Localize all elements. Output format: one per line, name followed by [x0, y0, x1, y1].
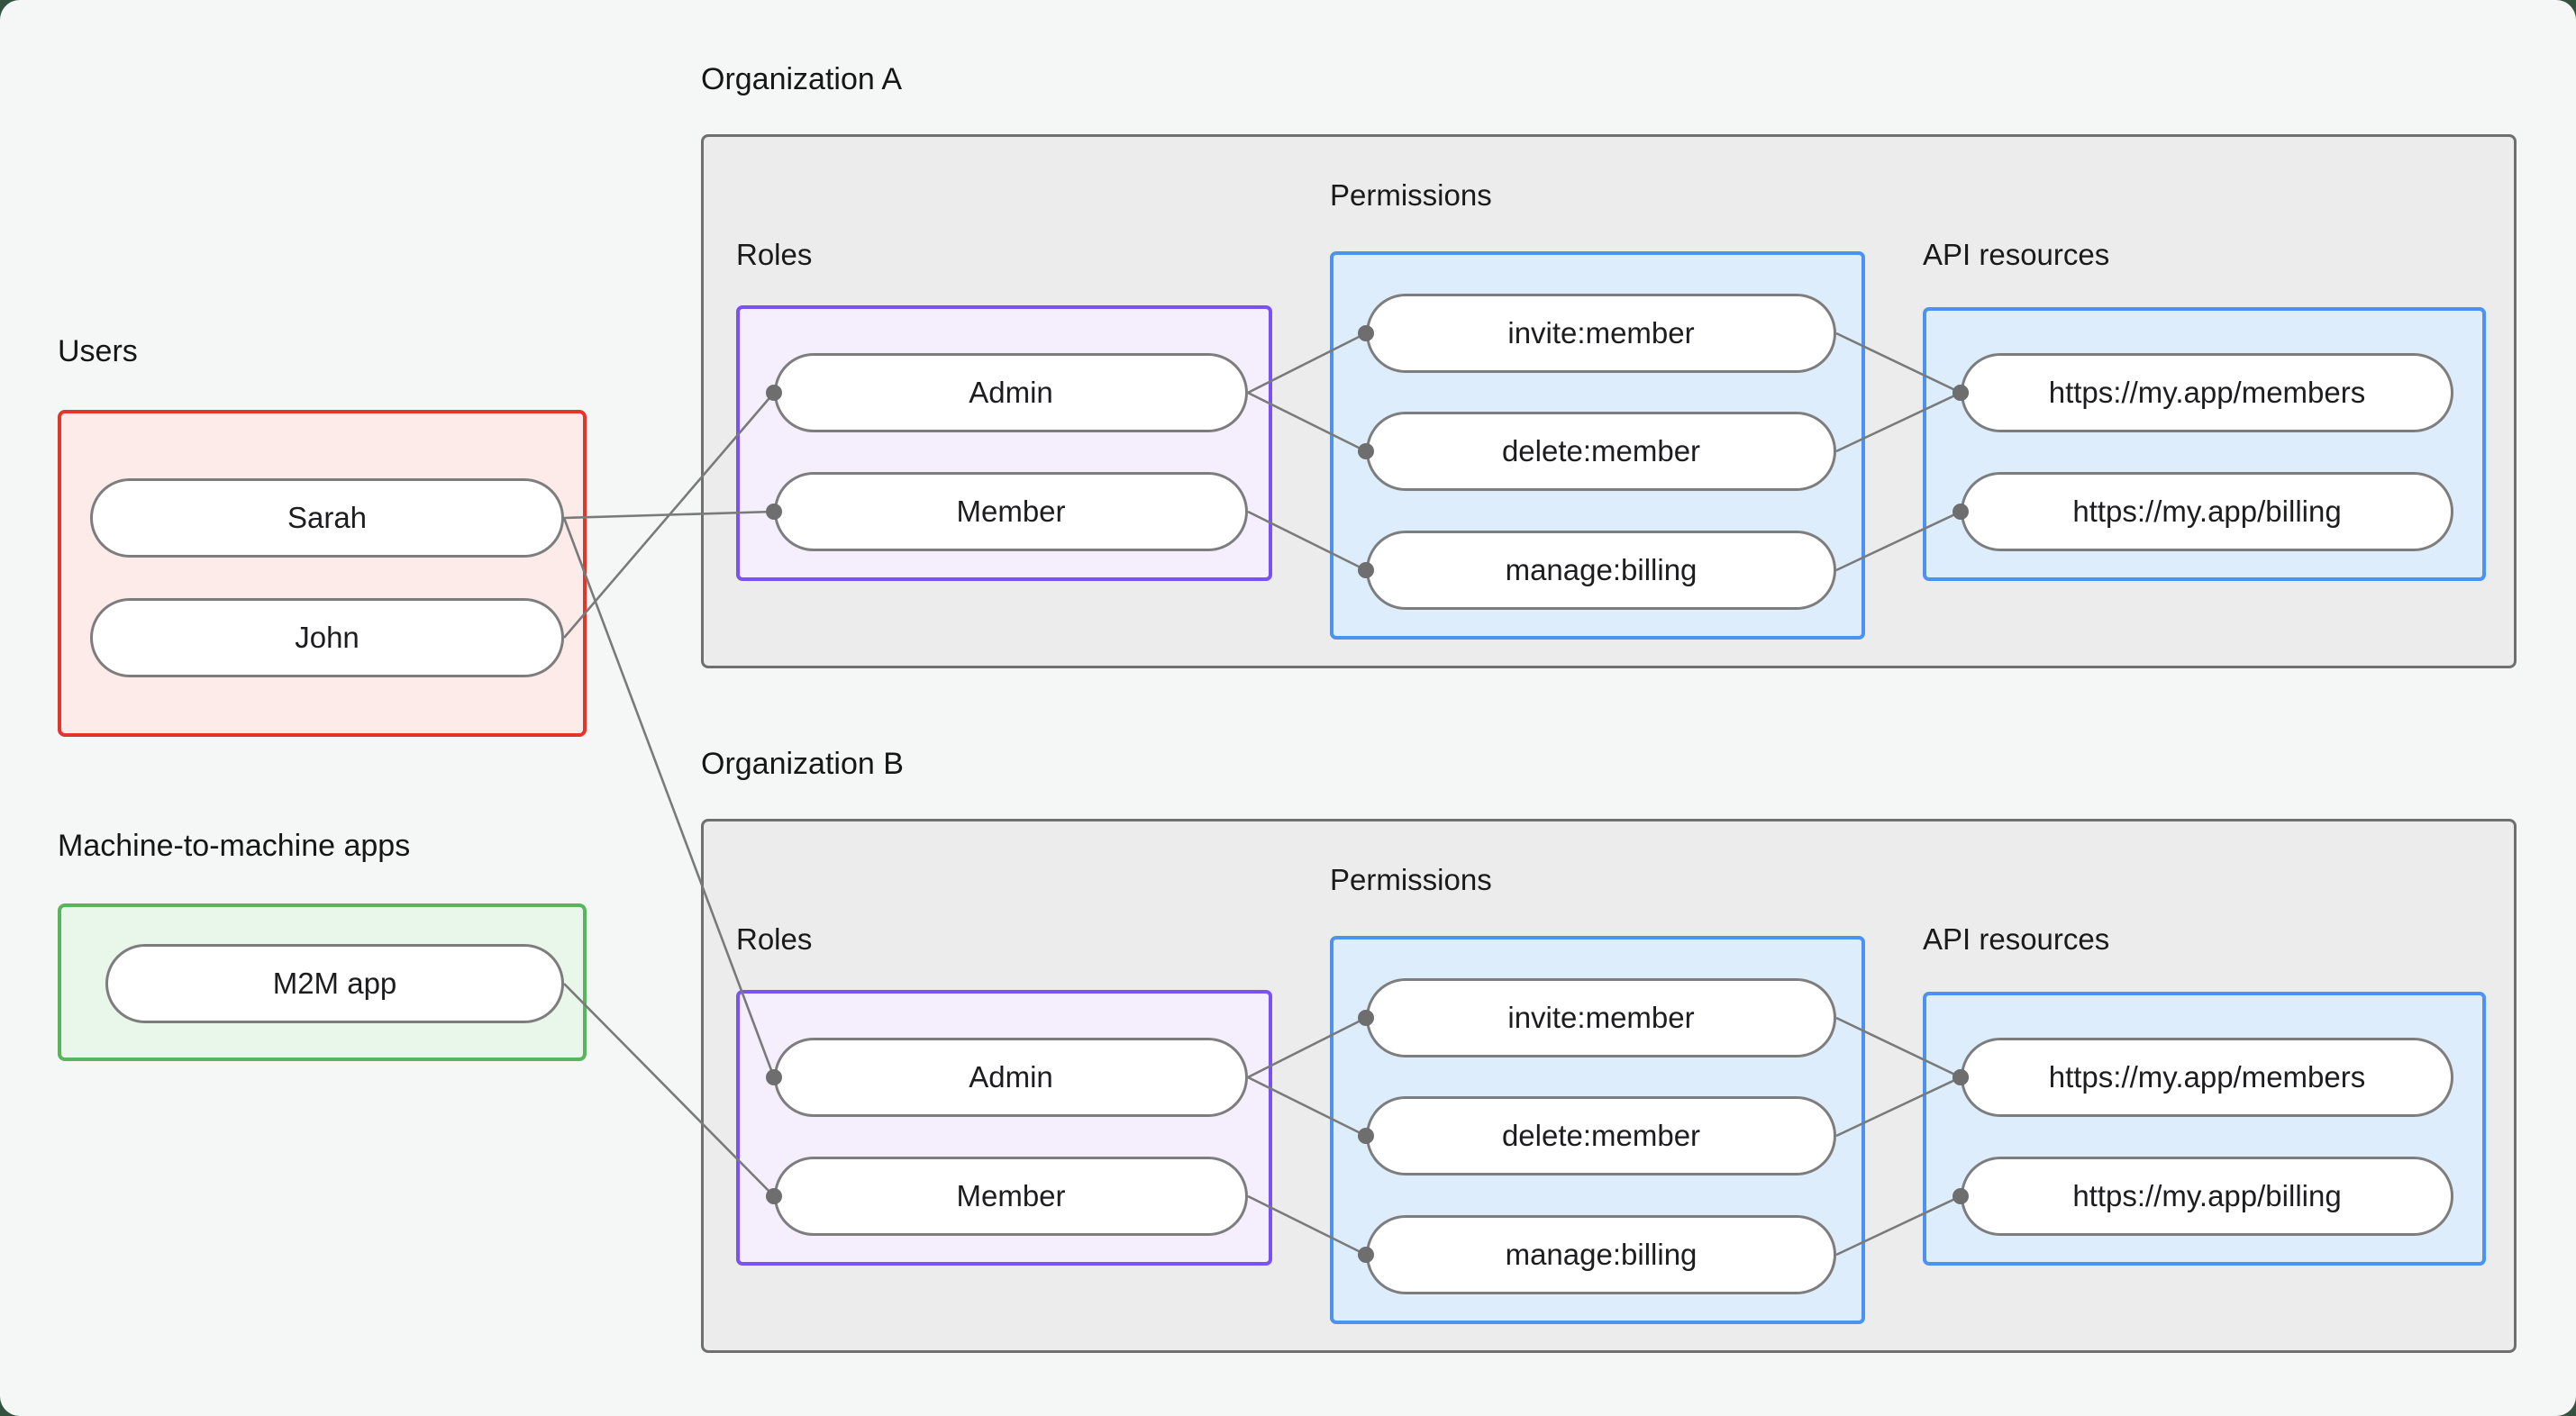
org-a-api-box: https://my.app/members https://my.app/bi…	[1923, 307, 2486, 581]
org-a-roles-box: Admin Member	[736, 305, 1272, 581]
org-b-permissions-label: Permissions	[1330, 863, 1492, 896]
node-label: Sarah	[287, 501, 368, 534]
org-a-permissions-box: invite:member delete:member manage:billi…	[1330, 251, 1865, 640]
node-orgb-permission-invite-member: invite:member	[1366, 978, 1836, 1057]
org-b-roles-label: Roles	[736, 922, 813, 956]
node-orgb-permission-manage-billing: manage:billing	[1366, 1215, 1836, 1294]
node-orga-api-members: https://my.app/members	[1961, 353, 2453, 432]
org-b-roles-box: Admin Member	[736, 990, 1272, 1266]
org-a-box: Roles Admin Member Permissions invite:me…	[701, 134, 2517, 668]
node-label: M2M app	[272, 967, 397, 1000]
node-label: https://my.app/billing	[2072, 1179, 2342, 1212]
node-label: https://my.app/billing	[2072, 495, 2342, 528]
org-b-api-label: API resources	[1923, 922, 2110, 956]
node-label: John	[295, 621, 360, 654]
m2m-group-box: M2M app	[58, 903, 587, 1061]
node-orga-permission-invite-member: invite:member	[1366, 294, 1836, 373]
org-b-title: Organization B	[701, 747, 904, 781]
node-label: https://my.app/members	[2048, 376, 2366, 409]
org-a-permissions-label: Permissions	[1330, 178, 1492, 212]
node-label: https://my.app/members	[2048, 1060, 2366, 1094]
node-user-sarah: Sarah	[90, 478, 564, 558]
node-label: invite:member	[1507, 316, 1695, 349]
node-label: Admin	[969, 1060, 1053, 1094]
node-label: Admin	[969, 376, 1053, 409]
node-label: Member	[956, 1179, 1066, 1212]
node-orgb-api-members: https://my.app/members	[1961, 1038, 2453, 1117]
node-user-john: John	[90, 598, 564, 677]
node-orga-permission-delete-member: delete:member	[1366, 412, 1836, 491]
node-orga-role-member: Member	[774, 472, 1248, 551]
org-a-api-label: API resources	[1923, 238, 2110, 271]
node-label: delete:member	[1501, 1119, 1701, 1152]
node-label: invite:member	[1507, 1001, 1695, 1034]
node-m2m-app: M2M app	[105, 944, 564, 1023]
org-b-api-box: https://my.app/members https://my.app/bi…	[1923, 992, 2486, 1266]
node-orgb-role-admin: Admin	[774, 1038, 1248, 1117]
node-orga-role-admin: Admin	[774, 353, 1248, 432]
node-orga-api-billing: https://my.app/billing	[1961, 472, 2453, 551]
node-label: delete:member	[1501, 434, 1701, 467]
node-orga-permission-manage-billing: manage:billing	[1366, 531, 1836, 610]
node-orgb-permission-delete-member: delete:member	[1366, 1096, 1836, 1175]
users-group-box: Sarah John	[58, 410, 587, 737]
node-label: manage:billing	[1505, 553, 1698, 586]
org-b-permissions-box: invite:member delete:member manage:billi…	[1330, 936, 1865, 1324]
node-label: Member	[956, 495, 1066, 528]
org-a-roles-label: Roles	[736, 238, 813, 271]
org-a-title: Organization A	[701, 62, 903, 96]
node-orgb-api-billing: https://my.app/billing	[1961, 1157, 2453, 1236]
node-orgb-role-member: Member	[774, 1157, 1248, 1236]
node-label: manage:billing	[1505, 1238, 1698, 1271]
users-group-label: Users	[58, 334, 138, 368]
m2m-group-label: Machine-to-machine apps	[58, 829, 411, 863]
org-b-box: Roles Admin Member Permissions invite:me…	[701, 819, 2517, 1353]
